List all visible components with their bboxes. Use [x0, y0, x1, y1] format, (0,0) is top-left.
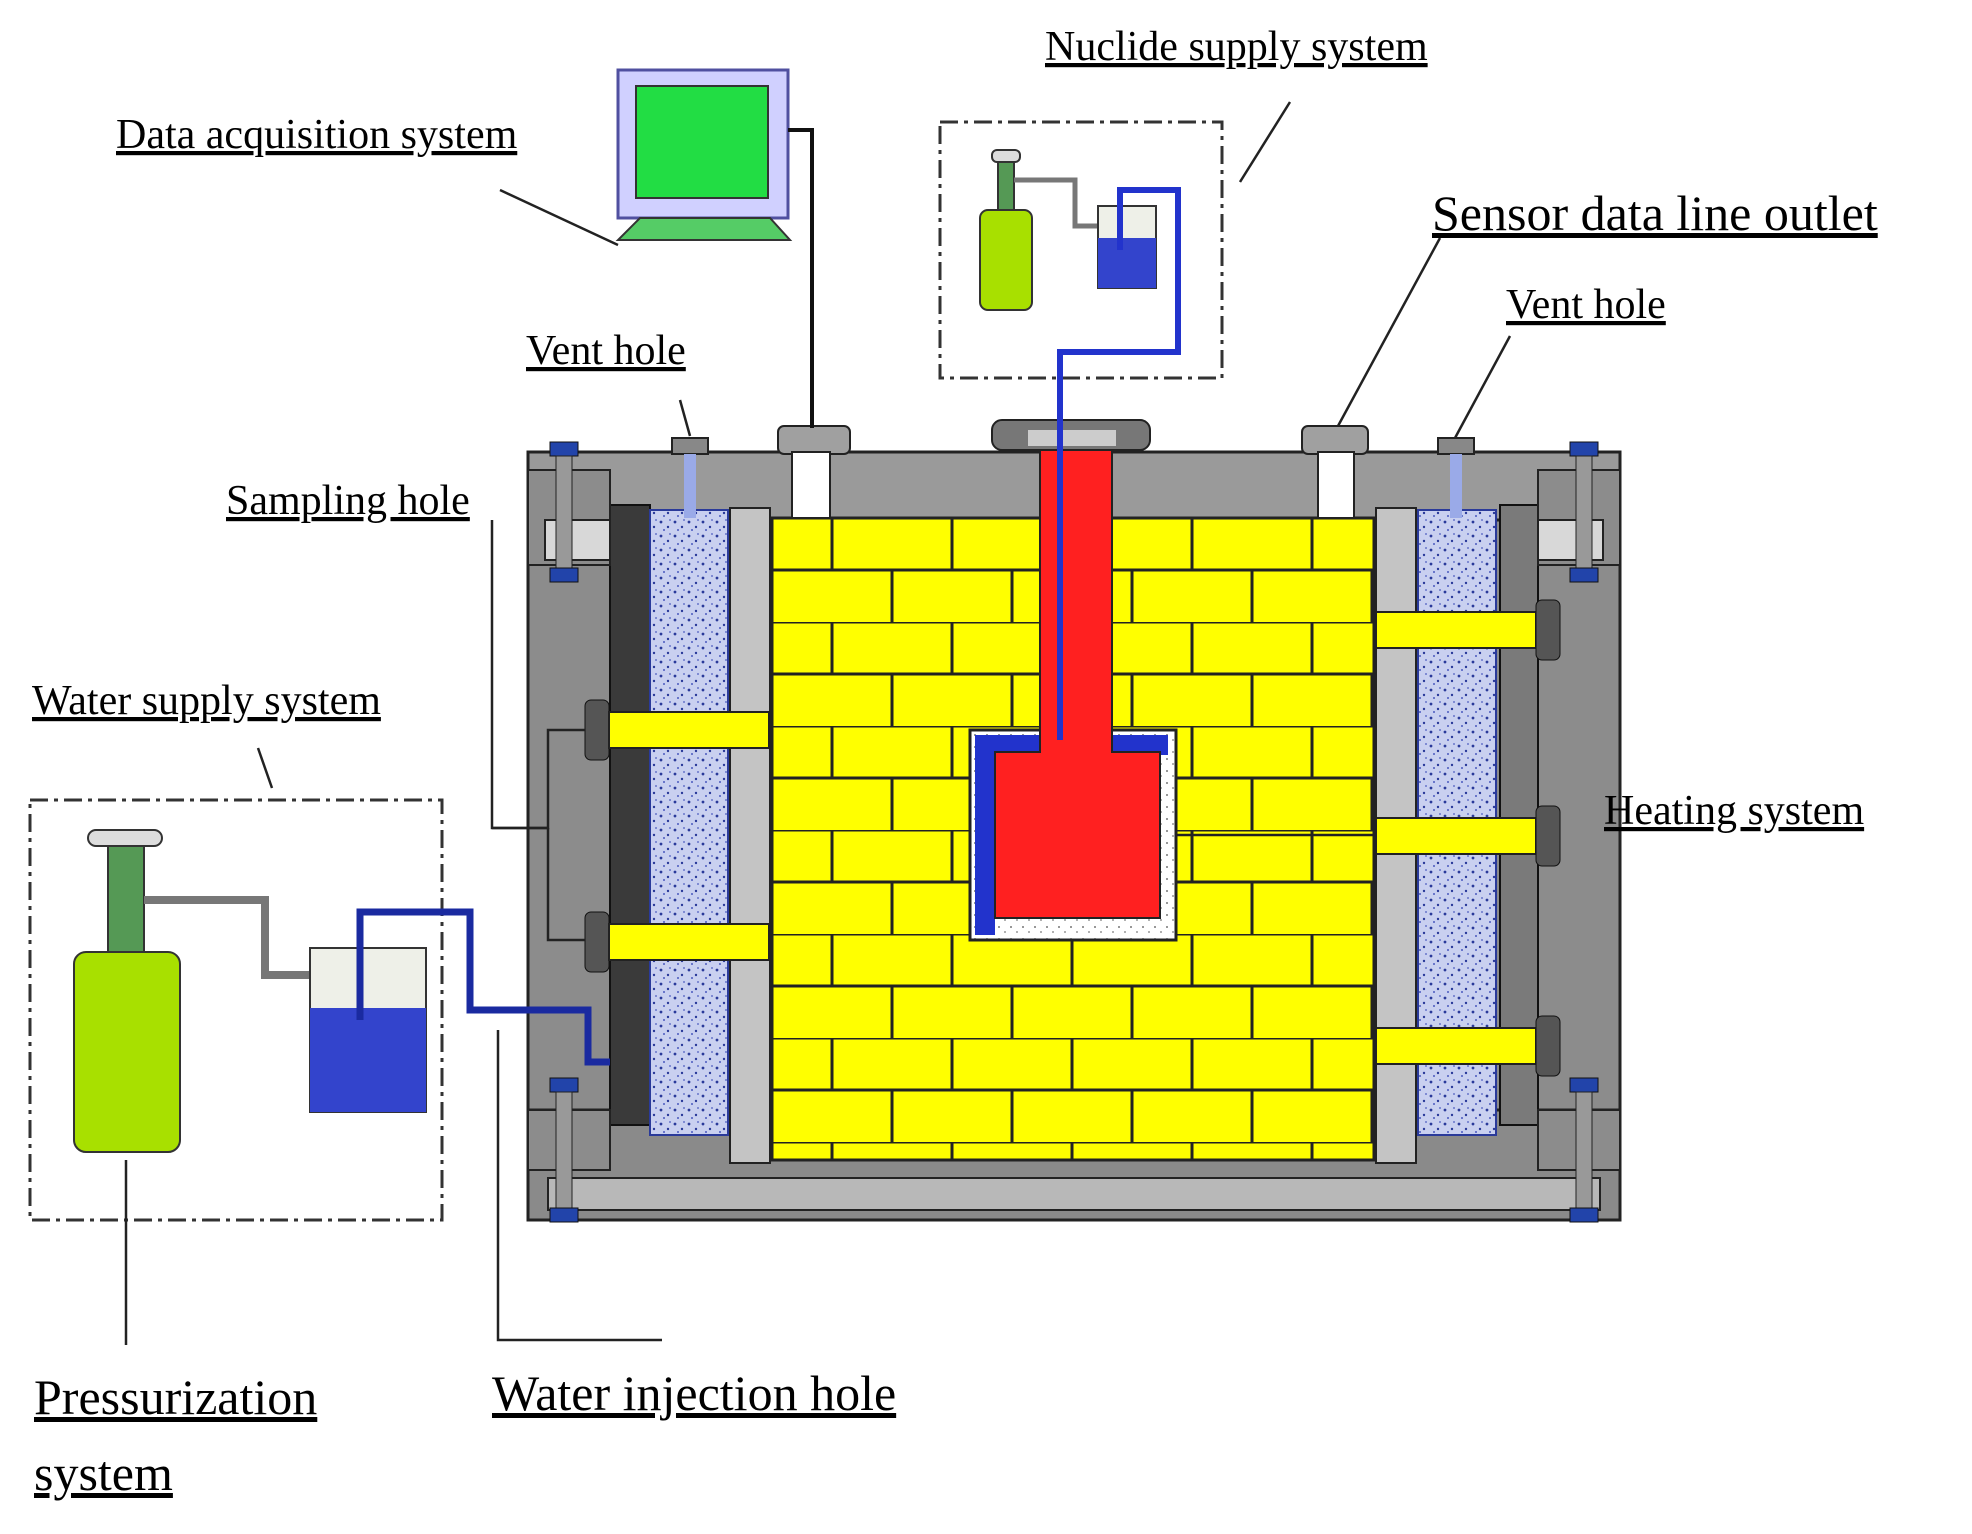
label-water-supply: Water supply system	[32, 678, 381, 724]
label-heating-system: Heating system	[1604, 788, 1864, 834]
left-wall	[609, 504, 651, 1126]
label-vent-hole-left: Vent hole	[526, 328, 686, 374]
right-wall	[1499, 504, 1539, 1126]
sampling-ports	[584, 699, 770, 973]
label-data-acquisition: Data acquisition system	[116, 112, 518, 158]
keyboard	[615, 217, 793, 241]
water-line	[356, 908, 610, 1066]
water-supply-system	[28, 798, 610, 1222]
main-vessel	[526, 419, 1622, 1223]
heater	[994, 447, 1161, 919]
right-ports	[1375, 599, 1561, 1077]
label-sampling-hole: Sampling hole	[226, 478, 470, 524]
nuclide-supply-system	[938, 120, 1224, 740]
computer-cable	[788, 128, 814, 428]
labels: Nuclide supply system Data acquisition s…	[32, 24, 1878, 1501]
monitor-screen	[635, 85, 769, 199]
leader-lines	[124, 101, 1512, 1345]
label-vent-hole-right: Vent hole	[1506, 282, 1666, 328]
left-post	[729, 507, 771, 1164]
computer	[615, 68, 814, 428]
nuclide-line	[1057, 187, 1181, 740]
water-supply-boundary	[28, 798, 444, 1222]
top-fittings	[671, 419, 1475, 519]
bolts	[549, 441, 1599, 1223]
left-sand-column	[649, 509, 729, 1136]
label-pressurization-2: system	[34, 1445, 173, 1501]
label-water-injection: Water injection hole	[492, 1365, 896, 1421]
label-nuclide-supply: Nuclide supply system	[1045, 24, 1428, 70]
nuclide-supply-boundary	[938, 120, 1224, 380]
label-sensor-outlet: Sensor data line outlet	[1432, 185, 1878, 241]
nuclide-pressure-bottle	[979, 209, 1033, 311]
label-pressurization-1: Pressurization	[34, 1369, 317, 1425]
pressure-bottle	[73, 951, 181, 1153]
